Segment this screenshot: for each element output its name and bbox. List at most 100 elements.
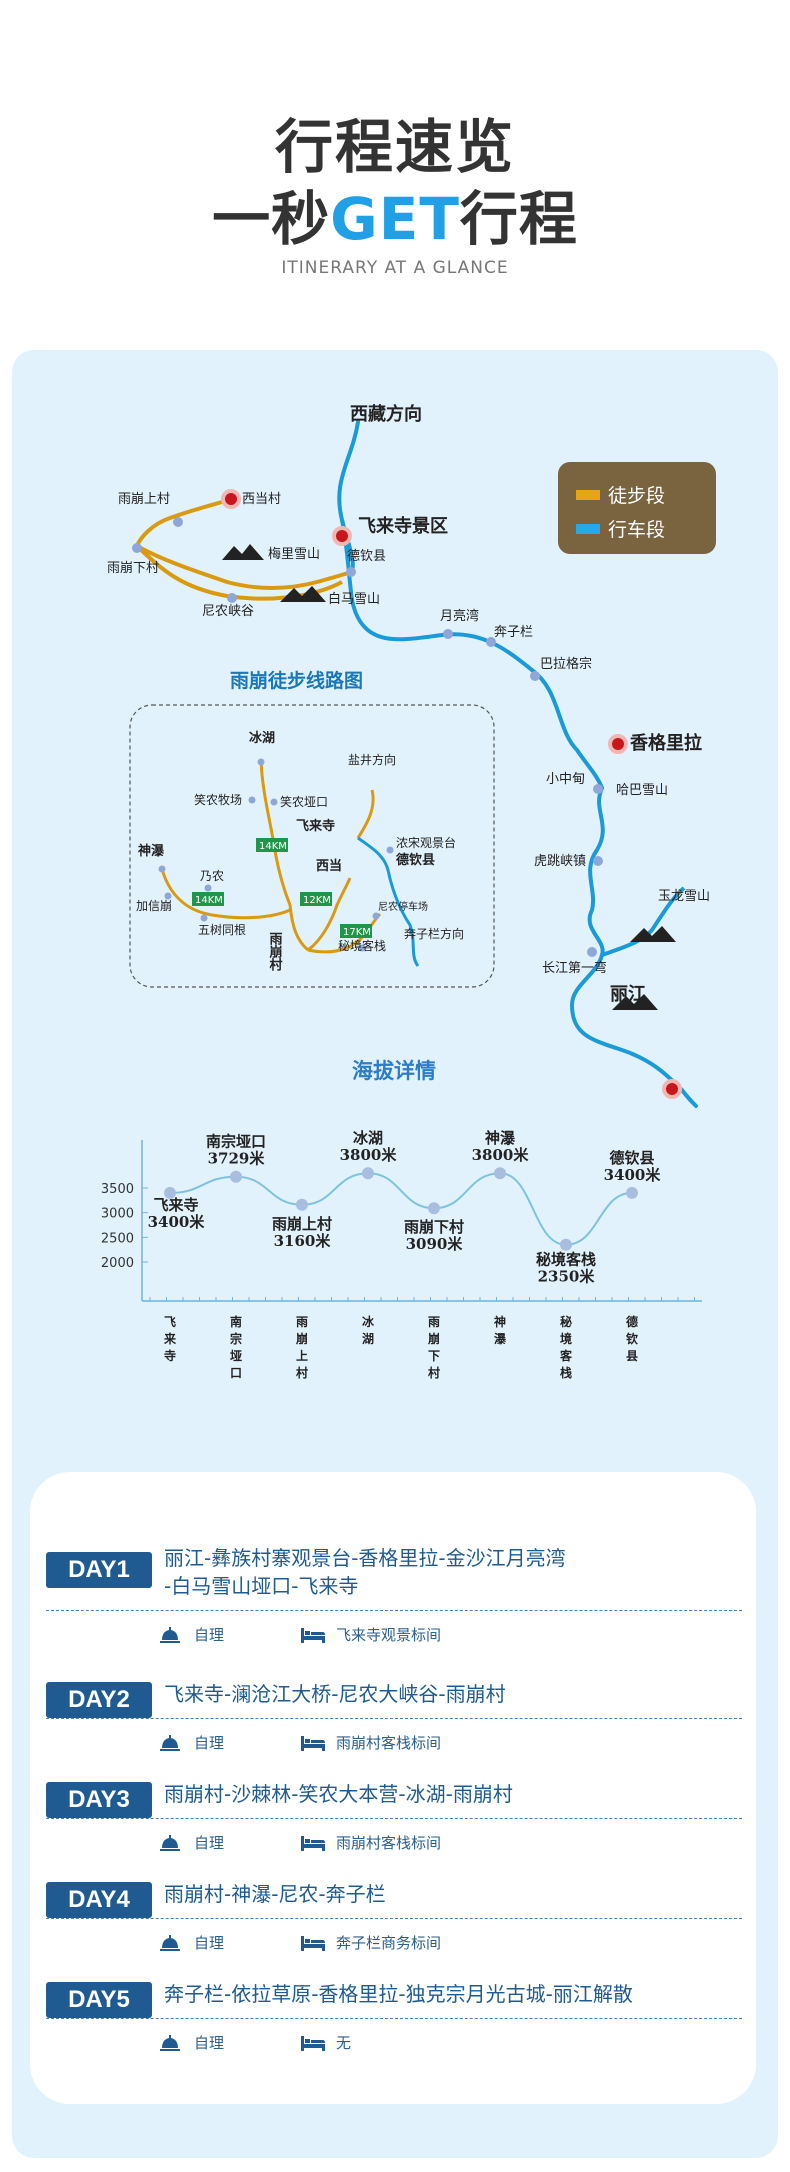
meal-cloche-icon xyxy=(160,1834,180,1851)
label-yueliangwan: 月亮湾 xyxy=(440,608,479,624)
city-dot-xidang xyxy=(221,489,241,509)
elevation-point xyxy=(494,1167,506,1180)
yulong-mountain-icon xyxy=(612,994,658,1010)
hotel-text: 无 xyxy=(336,2034,352,2052)
label-yubeng-lower: 雨崩下村 xyxy=(107,561,159,576)
category-label-char: 德 xyxy=(626,1314,638,1329)
hike-trail-shenpu xyxy=(160,868,291,920)
label-xidang: 西当村 xyxy=(242,492,281,507)
category-label-char: 湖 xyxy=(362,1331,374,1346)
label-meili: 梅里雪山 xyxy=(268,547,320,562)
day-divider xyxy=(46,1818,742,1819)
category-label-char: 飞 xyxy=(164,1315,176,1329)
category-label-char: 冰 xyxy=(362,1314,375,1329)
km-badge-1: 14KM xyxy=(259,841,287,852)
day-route-line1: 飞来寺-澜沧江大桥-尼农大峡谷-雨崩村 xyxy=(164,1682,506,1706)
day-route: 奔子栏-依拉草原-香格里拉-独克宗月光古城-丽江解散 xyxy=(164,1980,744,2008)
dot-yueliangwan xyxy=(443,629,453,639)
day-route: 雨崩村-沙棘林-笑农大本营-冰湖-雨崩村 xyxy=(164,1780,744,1808)
hotel-text: 奔子栏商务标间 xyxy=(336,1934,442,1952)
hotel-text: 雨崩村客栈标间 xyxy=(336,1734,442,1752)
day-divider xyxy=(46,1718,742,1719)
day-badge: DAY1 xyxy=(46,1552,152,1588)
walk-route-line xyxy=(134,498,354,590)
baima-mountain-icon xyxy=(280,586,326,602)
elevation-chart: 2000250030003500飞来寺3400米南宗垭口3729米雨崩上村316… xyxy=(101,1129,702,1380)
dot-benzilan xyxy=(486,637,496,647)
legend-walk-label: 徒步段 xyxy=(608,485,665,507)
title-prefix: 一秒 xyxy=(212,185,331,253)
category-label-char: 来 xyxy=(163,1331,177,1346)
hike-label-shenpu: 神瀑 xyxy=(138,843,165,859)
bed-icon xyxy=(301,1627,325,1643)
elevation-point xyxy=(428,1202,440,1215)
hike-label-deqin: 德钦县 xyxy=(396,852,435,868)
day-badge: DAY3 xyxy=(46,1782,152,1818)
category-label-char: 栈 xyxy=(560,1365,572,1380)
hike-label-naong: 乃农 xyxy=(200,869,224,883)
meal-text: 自理 xyxy=(194,1734,225,1752)
hike-label-feilaisi: 飞来寺 xyxy=(296,818,335,834)
label-hutiaoxia: 虎跳峡镇 xyxy=(534,854,586,869)
category-label-char: 雨 xyxy=(296,1315,308,1329)
hike-dot-nongsong xyxy=(386,846,394,854)
label-benzilan: 奔子栏 xyxy=(494,625,533,640)
hike-label-binghu: 冰湖 xyxy=(249,730,275,746)
hike-label-ninong-parking: 尼农停车场 xyxy=(378,900,428,913)
title-suffix: 行程 xyxy=(459,185,578,253)
hike-label-yubeng: 雨崩村 xyxy=(267,932,283,972)
label-feilaisi-area: 飞来寺景区 xyxy=(358,516,448,537)
hike-dot-shenpu xyxy=(158,865,166,873)
y-tick-label: 3000 xyxy=(101,1207,134,1222)
label-yulong: 玉龙雪山 xyxy=(658,889,710,904)
hike-map-title: 雨崩徒步线路图 xyxy=(230,669,363,692)
hike-map-frame xyxy=(129,704,495,988)
day-meal: 自理 xyxy=(158,1624,224,1645)
label-deqin: 德钦县 xyxy=(347,549,386,564)
hike-label-benzilan-dir: 奔子栏方向 xyxy=(404,926,464,941)
day-hotel: 雨崩村客栈标间 xyxy=(300,1732,441,1753)
city-dot-shangrila xyxy=(608,734,628,754)
category-label-char: 钦 xyxy=(626,1331,638,1346)
meal-text: 自理 xyxy=(194,1834,225,1852)
label-top-direction: 西藏方向 xyxy=(350,403,422,425)
day-hotel: 无 xyxy=(300,2032,351,2053)
legend-drive-label: 行车段 xyxy=(608,519,665,541)
day-route-line1: 奔子栏-依拉草原-香格里拉-独克宗月光古城-丽江解散 xyxy=(164,1982,633,2006)
hike-dot-wushu xyxy=(200,914,208,922)
category-label-char: 宗 xyxy=(230,1331,242,1346)
label-haba: 哈巴雪山 xyxy=(616,783,668,798)
category-label-char: 崩 xyxy=(428,1331,440,1346)
hike-trail-xidang xyxy=(307,877,352,952)
point-label: 南宗垭口 xyxy=(206,1133,266,1151)
category-label-char: 瀑 xyxy=(494,1331,507,1346)
dot-yubeng-lower xyxy=(132,543,142,553)
day-route: 飞来寺-澜沧江大桥-尼农大峡谷-雨崩村 xyxy=(164,1680,744,1708)
category-label-char: 上 xyxy=(296,1348,308,1363)
legend-walk-swatch xyxy=(576,490,600,500)
map-legend: 徒步段 行车段 xyxy=(558,462,716,554)
hike-dot-ninong xyxy=(372,912,380,920)
label-lijiang: 丽江 xyxy=(610,984,646,1005)
haba-mountain-icon xyxy=(630,926,676,942)
route-map: 西藏方向 飞来寺景区 西当村 雨崩上村 雨崩下村 梅里雪山 德钦县 尼农峡谷 白… xyxy=(101,403,716,1380)
category-label-char: 县 xyxy=(626,1349,638,1363)
hike-label-jiaxin: 加信崩 xyxy=(136,899,172,913)
hike-label-yanjing: 盐井方向 xyxy=(348,752,396,767)
day-route-line2: -白马雪山垭口-飞来寺 xyxy=(164,1574,359,1598)
hike-dot-naong xyxy=(204,884,212,892)
hike-label-farm: 笑农牧场 xyxy=(194,792,242,807)
dot-hutiaoxia xyxy=(593,856,603,866)
page-title-line2: 一秒GET行程 xyxy=(0,172,790,256)
day-meal: 自理 xyxy=(158,1832,224,1853)
point-label: 3400米 xyxy=(604,1166,662,1184)
hike-label-nongsong: 浓宋观景台 xyxy=(396,835,456,850)
point-label: 冰湖 xyxy=(353,1129,383,1147)
city-dot-feilaisi xyxy=(332,526,352,546)
category-label-char: 客 xyxy=(559,1348,573,1363)
hike-label-wushu: 五树同根 xyxy=(198,922,246,937)
meal-cloche-icon xyxy=(160,2034,180,2051)
category-label-char: 垭 xyxy=(230,1349,242,1363)
meal-text: 自理 xyxy=(194,1626,225,1644)
